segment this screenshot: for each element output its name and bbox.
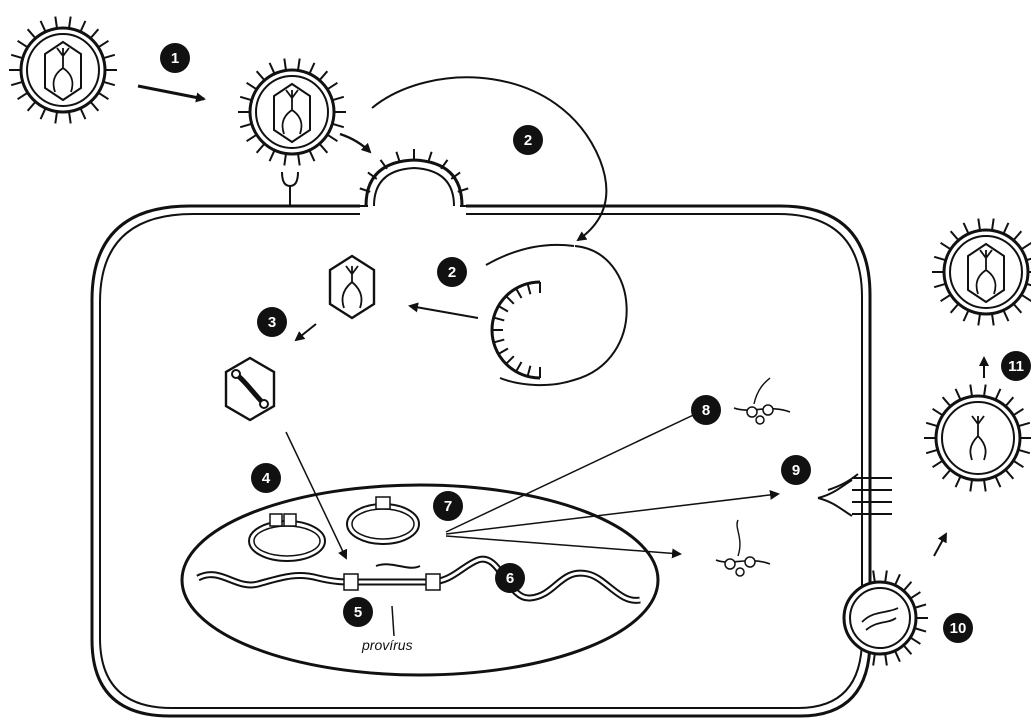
host-chromosome [198,559,640,600]
cd4-receptor [282,172,298,206]
virion-free [9,17,117,124]
cell-membrane [92,206,870,716]
viral-dna-fragment [376,564,420,567]
step-number: 10 [950,620,967,637]
step-badge-6: 6 [495,563,525,593]
step-number: 6 [506,570,514,587]
step-badge-2b: 2 [437,257,467,287]
step-badge-10: 10 [943,613,973,643]
step-number: 9 [792,462,800,479]
budding-virion [844,570,928,665]
circular-dna-1 [249,514,325,561]
ribosome-complex-2 [716,520,770,576]
step-number: 5 [354,604,362,621]
step-badge-7: 7 [433,491,463,521]
fusion-bud [357,149,471,206]
capsid-reverse-transcription [226,358,274,420]
circular-dna-2 [347,497,419,544]
step-badge-2a: 2 [513,125,543,155]
capsid-released [330,256,374,318]
step-badge-8: 8 [691,395,721,425]
ribosome-complex-1 [734,378,790,424]
envelope-protein-insertion [818,474,892,516]
step-number: 3 [268,314,276,331]
step-badge-1: 1 [160,43,190,73]
step-number: 11 [1008,358,1024,375]
provirus-label: provírus [361,637,413,653]
step-badge-4: 4 [251,463,281,493]
virion-attached [238,59,346,166]
provirus-pointer [392,606,394,636]
step-number: 2 [524,132,532,149]
step-number: 4 [262,470,271,487]
endosome [486,245,627,385]
step-number: 2 [448,264,456,281]
step-badge-11: 11 [1001,351,1031,381]
step-number: 1 [171,50,179,67]
virion-maturing [924,385,1031,492]
step-number: 8 [702,402,710,419]
step-number: 7 [444,498,452,515]
virion-released [932,219,1031,326]
step-badge-5: 5 [343,597,373,627]
step-badge-9: 9 [781,455,811,485]
step-badge-3: 3 [257,307,287,337]
